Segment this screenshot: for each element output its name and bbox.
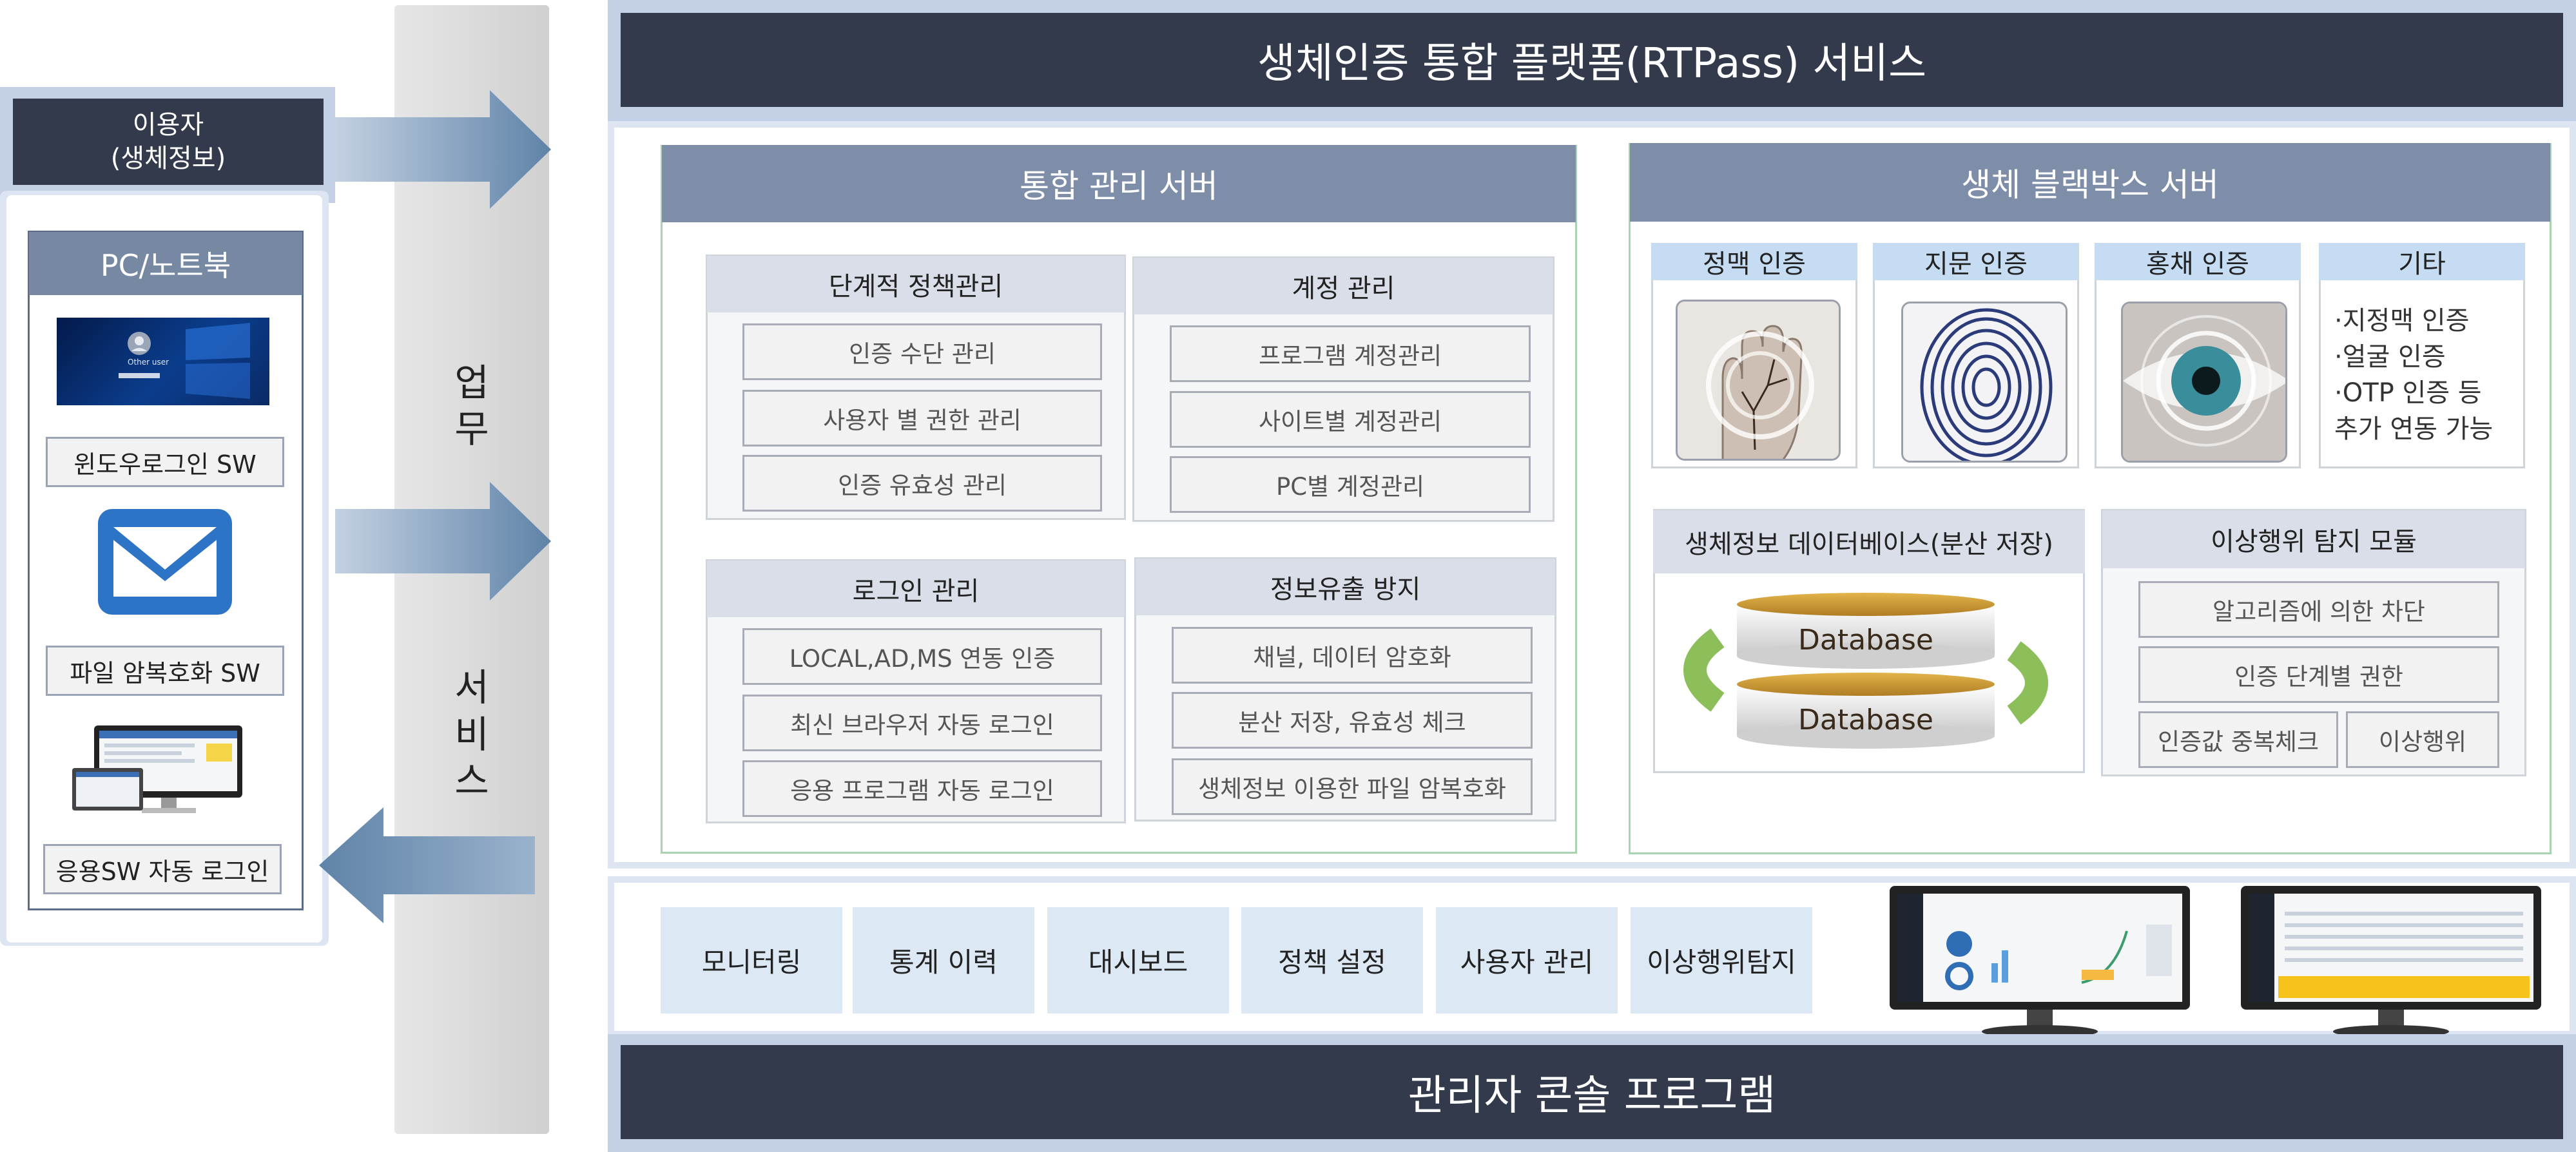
monitor-dashboard-icon	[1890, 886, 2190, 1038]
palm-vein-icon	[1678, 302, 1839, 459]
anomaly-item: 인증값 중복체크	[2138, 711, 2338, 768]
integrated-server-title: 통합 관리 서버	[662, 145, 1576, 222]
policy-item: 사용자 별 권한 관리	[742, 390, 1102, 446]
etc-auth-list: ·지정맥 인증 ·얼굴 인증 ·OTP 인증 등 추가 연동 가능	[2334, 306, 2494, 444]
arrow-right-middle-icon	[335, 482, 551, 600]
database-cylinders	[1672, 593, 2059, 760]
monitor-table-icon	[2241, 886, 2541, 1038]
band-label-service: 서 비 스	[454, 666, 489, 803]
database-icon	[1683, 593, 2048, 749]
etc-auth-card	[2319, 243, 2525, 468]
console-title: 관리자 콘솔 프로그램	[621, 1045, 2563, 1139]
login-item: LOCAL,AD,MS 연동 인증	[742, 628, 1102, 685]
vein-image	[1676, 300, 1841, 461]
leak-item: 분산 저장, 유효성 체크	[1172, 692, 1533, 749]
section-policy-title: 단계적 정책관리	[707, 256, 1125, 312]
pc-devices-image	[71, 723, 264, 820]
anomaly-item: 이상행위	[2346, 711, 2499, 768]
vein-auth-title: 정맥 인증	[1651, 243, 1857, 280]
app-auto-login-sw-label: 응용SW 자동 로그인	[43, 844, 282, 894]
fingerprint-icon	[1903, 303, 2066, 461]
band-label-business: 업 무	[454, 360, 489, 452]
windows-logo-icon	[119, 323, 250, 399]
database-label-top: Database	[1798, 623, 1933, 657]
iris-auth-title: 홍채 인증	[2095, 243, 2301, 280]
leak-item: 생체정보 이용한 파일 암복호화	[1172, 758, 1533, 815]
file-crypto-sw-label: 파일 암복호화 SW	[46, 646, 284, 696]
console-button-dashboard[interactable]: 대시보드	[1047, 907, 1229, 1013]
login-item: 최신 브라우저 자동 로그인	[742, 695, 1102, 751]
fingerprint-auth-title: 지문 인증	[1873, 243, 2079, 280]
anomaly-item: 인증 단계별 권한	[2138, 646, 2499, 703]
bio-database-title: 생체정보 데이터베이스(분산 저장)	[1653, 510, 2085, 573]
user-box: 이용자 (생체정보)	[13, 99, 324, 185]
arrow-left-bottom-icon	[319, 807, 535, 923]
pc-panel-title: PC/노트북	[29, 232, 302, 295]
section-account-title: 계정 관리	[1134, 258, 1553, 314]
windows-login-sw-label: 윈도우로그인 SW	[46, 437, 284, 487]
iris-image	[2121, 302, 2287, 463]
console-button-monitoring[interactable]: 모니터링	[661, 907, 842, 1013]
console-monitor-table	[2240, 886, 2542, 1041]
arrow-right-top-icon	[335, 90, 551, 209]
windows-login-user-text: Other user	[128, 358, 169, 367]
account-item: PC별 계정관리	[1170, 456, 1531, 513]
mail-icon	[97, 508, 233, 616]
account-item: 프로그램 계정관리	[1170, 325, 1531, 382]
platform-title: 생체인증 통합 플랫폼(RTPass) 서비스	[621, 13, 2563, 107]
fingerprint-image	[1901, 302, 2068, 463]
iris-eye-icon	[2123, 303, 2285, 461]
policy-item: 인증 수단 관리	[742, 323, 1102, 380]
console-button-anomaly[interactable]: 이상행위탐지	[1631, 907, 1812, 1013]
leak-item: 채널, 데이터 암호화	[1172, 627, 1533, 684]
anomaly-module-title: 이상행위 탐지 모듈	[2102, 510, 2525, 568]
policy-item: 인증 유효성 관리	[742, 455, 1102, 512]
etc-auth-title: 기타	[2319, 243, 2525, 280]
windows-login-screen: Other user	[57, 318, 269, 405]
console-monitor-dashboard	[1888, 886, 2191, 1041]
section-leak-prevention-title: 정보유출 방지	[1136, 559, 1555, 615]
console-button-statistics[interactable]: 통계 이력	[853, 907, 1034, 1013]
database-label-bottom: Database	[1798, 703, 1933, 736]
blackbox-server-title: 생체 블랙박스 서버	[1630, 143, 2550, 222]
account-item: 사이트별 계정관리	[1170, 391, 1531, 448]
section-login-title: 로그인 관리	[707, 561, 1125, 617]
login-item: 응용 프로그램 자동 로그인	[742, 760, 1102, 817]
console-button-policy[interactable]: 정책 설정	[1241, 907, 1423, 1013]
anomaly-item: 알고리즘에 의한 차단	[2138, 581, 2499, 638]
console-button-users[interactable]: 사용자 관리	[1436, 907, 1618, 1013]
